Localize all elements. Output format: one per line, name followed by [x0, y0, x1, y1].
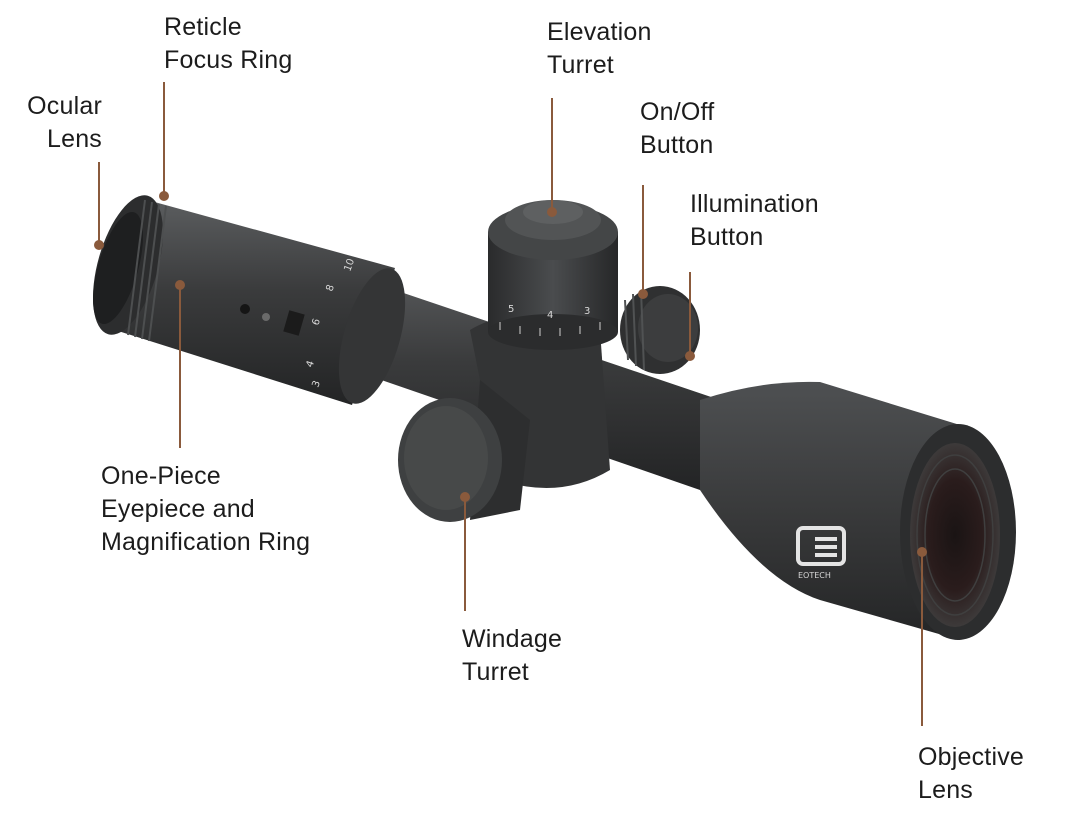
elevation-tick: 4	[547, 310, 553, 321]
label-line: Eyepiece and	[101, 495, 255, 523]
label-illumination-button: Illumination Button	[690, 188, 819, 254]
label-ocular-lens: Ocular Lens	[10, 90, 102, 156]
label-line: Button	[640, 131, 714, 159]
label-windage-turret: Windage Turret	[462, 623, 562, 689]
label-elevation-turret: Elevation Turret	[547, 16, 652, 82]
label-line: Elevation	[547, 18, 652, 46]
label-line: Windage	[462, 625, 563, 653]
label-line: Lens	[46, 125, 102, 153]
label-reticle-focus-ring: Reticle Focus Ring	[164, 11, 292, 77]
mag-tick: 6	[310, 317, 323, 327]
mag-tick: 8	[324, 283, 337, 293]
label-line: Illumination	[690, 190, 819, 218]
objective-bell: EOTECH	[700, 381, 1016, 640]
elevation-turret: 5 4 3	[488, 200, 618, 350]
label-on-off-button: On/Off Button	[640, 96, 714, 162]
leader-lines	[94, 82, 927, 726]
elevation-tick: 5	[508, 304, 514, 315]
label-objective-lens: Objective Lens	[918, 741, 1024, 807]
label-line: Button	[690, 223, 764, 251]
label-line: Lens	[918, 776, 974, 804]
label-line: On/Off	[640, 98, 715, 126]
illumination-knob	[620, 286, 700, 374]
label-line: One-Piece	[101, 462, 221, 490]
elevation-tick: 3	[584, 306, 590, 317]
windage-turret	[398, 380, 530, 522]
mag-tick: 3	[310, 379, 323, 389]
label-line: Focus Ring	[164, 46, 293, 74]
label-line: Reticle	[164, 13, 242, 41]
label-line: Turret	[462, 658, 529, 686]
label-line: Turret	[547, 51, 614, 79]
label-eyepiece-magnification: One-Piece Eyepiece and Magnification Rin…	[101, 460, 310, 559]
mag-tick: 4	[304, 359, 317, 369]
label-line: Objective	[918, 743, 1025, 771]
brand-wordmark: EOTECH	[798, 571, 831, 580]
label-line: Ocular	[27, 92, 102, 120]
eyepiece-body: 10 8 6 4 3	[92, 195, 406, 405]
mag-tick: 10	[342, 257, 357, 273]
label-line: Magnification Ring	[101, 528, 311, 556]
